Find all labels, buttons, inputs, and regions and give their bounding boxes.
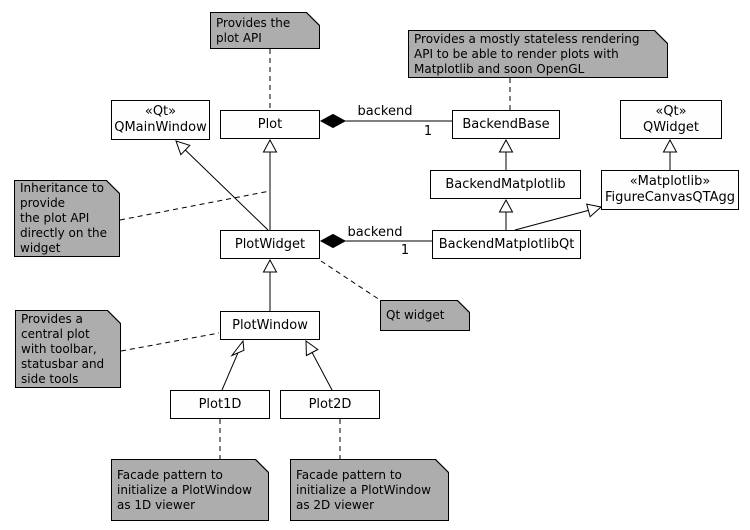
- class-qwidget: «Qt» QWidget: [620, 100, 722, 139]
- edge-multiplicity: 1: [424, 124, 432, 139]
- note-text: Inheritance to provide the plot API dire…: [20, 181, 108, 255]
- note-inheritance: Inheritance to provide the plot API dire…: [14, 180, 120, 257]
- class-plot2d: Plot2D: [280, 390, 380, 419]
- inheritance-arrowhead: [498, 138, 514, 153]
- note-fold-icon: [457, 300, 470, 313]
- note-link-central-plot: [120, 332, 220, 352]
- class-stereotype: «Qt»: [144, 104, 177, 120]
- composition-diamond: [319, 233, 347, 249]
- inheritance-arrowhead: [586, 203, 603, 218]
- note-rendering-api: Provides a mostly stateless rendering AP…: [408, 30, 668, 78]
- class-backendmatplotlibqt: BackendMatplotlibQt: [432, 230, 581, 259]
- class-name: QWidget: [642, 119, 699, 135]
- class-backendmatplotlib: BackendMatplotlib: [430, 170, 581, 199]
- class-name: PlotWidget: [234, 236, 306, 252]
- note-facade-2d: Facade pattern to initialize a PlotWindo…: [290, 459, 449, 521]
- class-name: FigureCanvasQTAgg: [605, 190, 735, 205]
- inheritance-arrowhead: [230, 339, 245, 357]
- note-text: Facade pattern to initialize a PlotWindo…: [296, 467, 431, 512]
- note-central-plot: Provides a central plot with toolbar, st…: [15, 310, 121, 388]
- class-backendbase: BackendBase: [452, 110, 560, 139]
- edge-backendmatplotlibqt-figurecanvas: [514, 209, 589, 231]
- class-name: Plot: [257, 116, 283, 132]
- inheritance-arrowhead: [662, 138, 678, 153]
- class-plotwidget: PlotWidget: [220, 230, 320, 259]
- class-name: BackendMatplotlib: [445, 176, 566, 192]
- class-plotwindow: PlotWindow: [220, 311, 320, 340]
- note-facade-1d: Facade pattern to initialize a PlotWindo…: [111, 459, 269, 521]
- class-name: Plot2D: [308, 396, 352, 412]
- class-qmainwindow: «Qt» QMainWindow: [111, 100, 210, 140]
- class-name: BackendBase: [462, 116, 550, 132]
- inheritance-arrowhead: [305, 340, 319, 357]
- note-text: Facade pattern to initialize a PlotWindo…: [117, 467, 252, 512]
- inheritance-arrowhead: [175, 140, 191, 156]
- note-text: Qt widget: [386, 308, 445, 322]
- edge-label: backend: [358, 104, 413, 119]
- note-text: Provides a mostly stateless rendering AP…: [414, 31, 640, 76]
- class-name: BackendMatplotlibQt: [438, 236, 575, 252]
- edge-plot1d-plotwindow: [221, 352, 239, 391]
- inheritance-arrowhead: [498, 198, 514, 213]
- edge-multiplicity: 1: [401, 243, 409, 258]
- note-plot-api: Provides the plot API: [210, 12, 320, 49]
- note-fold-icon: [107, 310, 121, 324]
- note-fold-icon: [306, 12, 320, 26]
- note-qt-widget: Qt widget: [380, 300, 470, 331]
- note-text: Provides a central plot with toolbar, st…: [21, 311, 105, 386]
- note-link-inheritance: [119, 190, 271, 221]
- note-fold-icon: [106, 180, 120, 194]
- edge-plotwidget-qmainwindow: [184, 149, 269, 231]
- class-name: QMainWindow: [114, 120, 207, 135]
- class-name: PlotWindow: [232, 317, 308, 333]
- class-figurecanvasqtagg: «Matplotlib» FigureCanvasQTAgg: [601, 170, 739, 210]
- class-name: Plot1D: [198, 396, 242, 412]
- composition-diamond: [319, 113, 347, 129]
- inheritance-arrowhead: [262, 138, 278, 153]
- class-plot: Plot: [220, 110, 320, 139]
- edge-label: backend: [348, 225, 403, 240]
- edge-plot2d-plotwindow: [311, 352, 333, 391]
- note-text: Provides the plot API: [216, 15, 291, 45]
- note-fold-icon: [255, 459, 269, 473]
- class-stereotype: «Qt»: [655, 103, 687, 119]
- class-plot1d: Plot1D: [170, 390, 270, 419]
- class-stereotype: «Matplotlib»: [629, 174, 711, 190]
- note-link-qt-widget: [320, 260, 381, 301]
- note-fold-icon: [654, 30, 668, 44]
- note-fold-icon: [435, 459, 449, 473]
- inheritance-arrowhead: [262, 258, 278, 273]
